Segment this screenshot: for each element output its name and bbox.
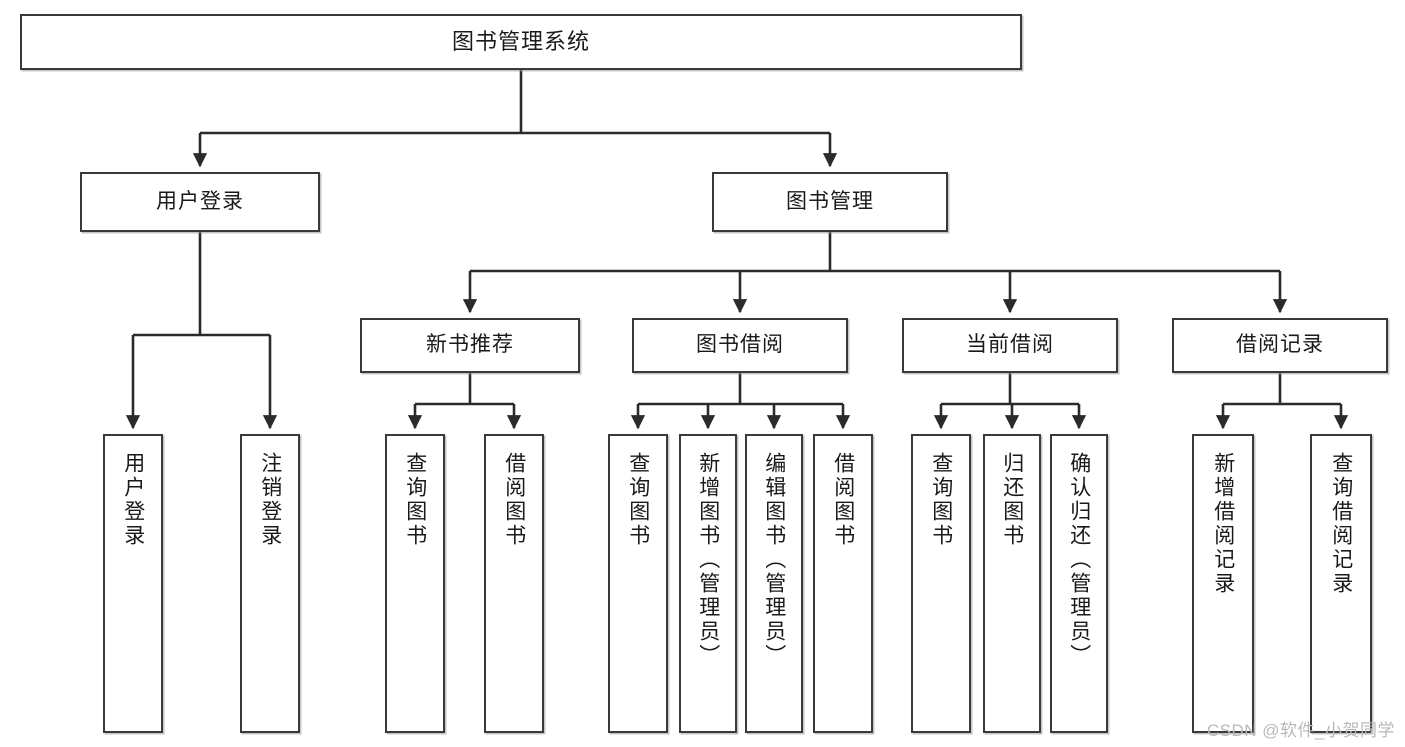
node-borrow-records-label: 借阅记录 bbox=[1236, 333, 1324, 357]
node-leaf-confirm-return-label: 确认归还（管理员） bbox=[1067, 452, 1091, 668]
node-root-label: 图书管理系统 bbox=[451, 29, 590, 55]
node-leaf-edit-book[interactable]: 编辑图书（管理员） bbox=[745, 434, 803, 733]
node-new-book-recommend[interactable]: 新书推荐 bbox=[360, 318, 580, 373]
node-leaf-query-record-label: 查询借阅记录 bbox=[1329, 452, 1353, 596]
node-leaf-edit-book-label: 编辑图书（管理员） bbox=[762, 452, 786, 668]
node-leaf-query-book-2-label: 查询图书 bbox=[626, 452, 650, 548]
node-leaf-query-book-3-label: 查询图书 bbox=[929, 452, 953, 548]
node-leaf-borrow-book-2[interactable]: 借阅图书 bbox=[813, 434, 873, 733]
node-book-borrow[interactable]: 图书借阅 bbox=[632, 318, 848, 373]
node-current-borrow-label: 当前借阅 bbox=[966, 333, 1054, 357]
node-user-login[interactable]: 用户登录 bbox=[80, 172, 320, 232]
node-leaf-borrow-book-2-label: 借阅图书 bbox=[831, 452, 855, 548]
node-leaf-return-book-label: 归还图书 bbox=[1000, 452, 1024, 548]
node-book-borrow-label: 图书借阅 bbox=[696, 333, 784, 357]
node-user-login-label: 用户登录 bbox=[156, 189, 244, 213]
node-leaf-logout-login-label: 注销登录 bbox=[258, 452, 282, 548]
node-leaf-return-book[interactable]: 归还图书 bbox=[983, 434, 1041, 733]
node-leaf-query-book-2[interactable]: 查询图书 bbox=[608, 434, 668, 733]
node-book-manage-label: 图书管理 bbox=[786, 189, 874, 213]
node-leaf-query-book-1[interactable]: 查询图书 bbox=[385, 434, 445, 733]
watermark: CSDN @软件_小贺同学 bbox=[1206, 721, 1395, 740]
node-leaf-user-login[interactable]: 用户登录 bbox=[103, 434, 163, 733]
node-leaf-user-login-label: 用户登录 bbox=[121, 452, 145, 548]
node-leaf-query-book-1-label: 查询图书 bbox=[403, 452, 427, 548]
node-leaf-add-book-label: 新增图书（管理员） bbox=[696, 452, 720, 668]
node-leaf-add-record-label: 新增借阅记录 bbox=[1211, 452, 1235, 596]
node-new-book-recommend-label: 新书推荐 bbox=[426, 333, 514, 357]
node-borrow-records[interactable]: 借阅记录 bbox=[1172, 318, 1388, 373]
node-leaf-add-record[interactable]: 新增借阅记录 bbox=[1192, 434, 1254, 733]
node-book-manage[interactable]: 图书管理 bbox=[712, 172, 948, 232]
node-leaf-borrow-book-1-label: 借阅图书 bbox=[502, 452, 526, 548]
node-leaf-logout-login[interactable]: 注销登录 bbox=[240, 434, 300, 733]
node-leaf-add-book[interactable]: 新增图书（管理员） bbox=[679, 434, 737, 733]
node-leaf-query-book-3[interactable]: 查询图书 bbox=[911, 434, 971, 733]
node-current-borrow[interactable]: 当前借阅 bbox=[902, 318, 1118, 373]
node-leaf-query-record[interactable]: 查询借阅记录 bbox=[1310, 434, 1372, 733]
node-leaf-borrow-book-1[interactable]: 借阅图书 bbox=[484, 434, 544, 733]
node-root[interactable]: 图书管理系统 bbox=[20, 14, 1022, 70]
node-leaf-confirm-return[interactable]: 确认归还（管理员） bbox=[1050, 434, 1108, 733]
